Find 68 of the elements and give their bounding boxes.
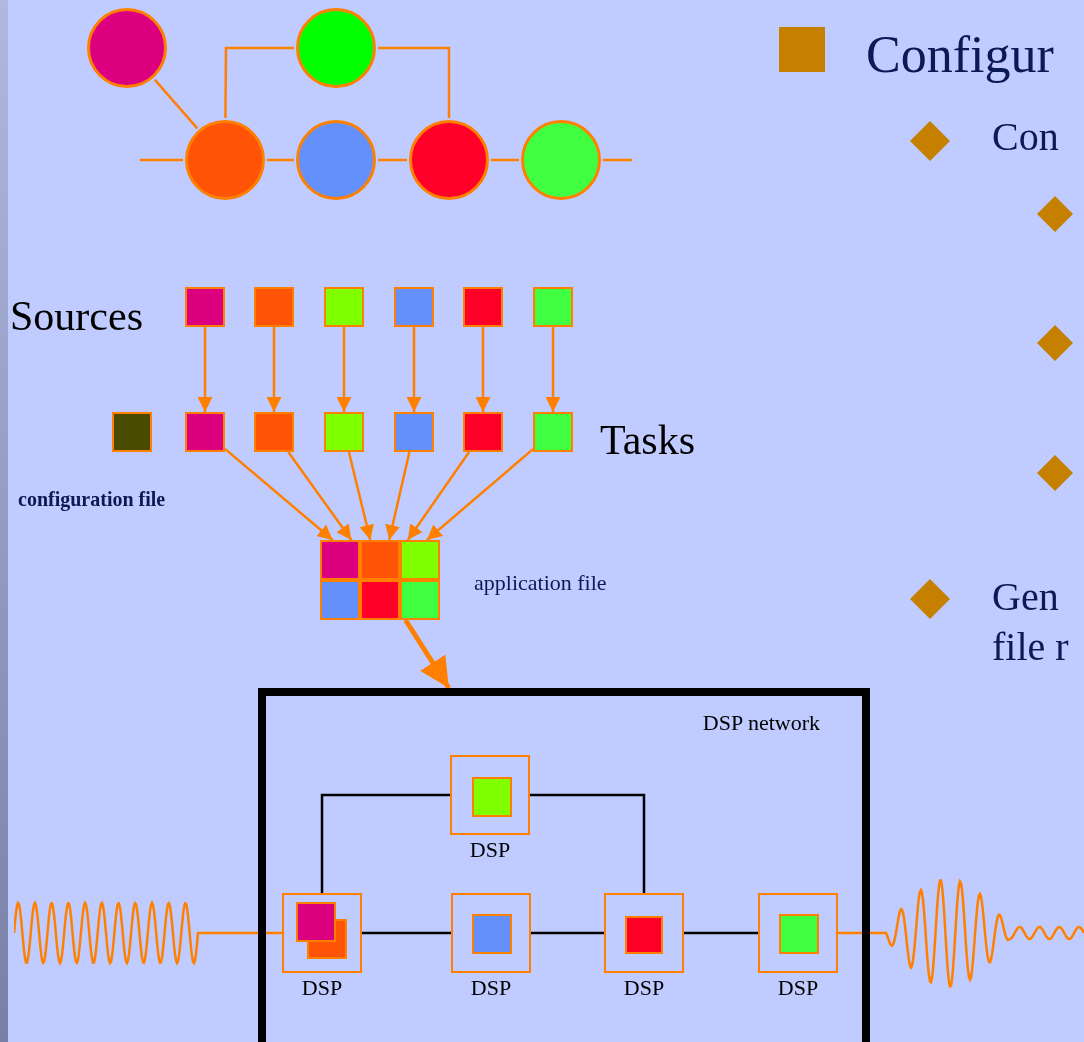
dsp-label: DSP [623, 975, 665, 1001]
connector-line [140, 158, 183, 162]
arrow [287, 451, 353, 541]
square-node [394, 412, 434, 452]
connector-line [210, 931, 282, 935]
square-node [463, 287, 503, 327]
network-box [258, 688, 870, 1042]
bullet-text: Configur [866, 25, 1054, 85]
connector-line [320, 793, 450, 893]
label: Tasks [600, 416, 696, 465]
square-node [625, 916, 663, 954]
node-label: application file [474, 570, 607, 596]
arrow [406, 327, 422, 412]
connector-line [378, 158, 407, 162]
dsp-label: DSP [301, 975, 343, 1001]
bullet-text: Gen file r [992, 573, 1070, 671]
dsp-label: DSP [777, 975, 819, 1001]
arrow [336, 327, 352, 412]
square-node [185, 287, 225, 327]
square-node [320, 540, 360, 580]
connector-line [153, 78, 199, 130]
arrow [385, 451, 411, 541]
connector-line [603, 158, 632, 162]
square-node [533, 287, 573, 327]
connector-line [531, 931, 604, 935]
arrow [224, 447, 334, 541]
square-node [400, 540, 440, 580]
square-node [472, 777, 512, 817]
arrow [347, 451, 375, 541]
square-node [360, 580, 400, 620]
square-node [324, 287, 364, 327]
dsp-label: DSP [469, 837, 511, 863]
square-node [254, 287, 294, 327]
connector-line [378, 46, 451, 118]
application-file-grid [320, 540, 440, 620]
stacked-squares-drawing [296, 902, 348, 960]
square-node [320, 580, 360, 620]
dsp-label: DSP [470, 975, 512, 1001]
square-node [394, 287, 434, 327]
arrow [545, 327, 561, 412]
connector-line [362, 931, 451, 935]
square-node [463, 412, 503, 452]
signal-waveform [878, 878, 1084, 988]
square-node [185, 412, 225, 452]
connector-line [530, 793, 646, 893]
connector-line [491, 158, 519, 162]
connector-line [838, 931, 878, 935]
label: Sources [10, 292, 143, 341]
arrow [406, 451, 471, 541]
connector-line [684, 931, 758, 935]
square-node [112, 412, 152, 452]
arrow [197, 327, 213, 412]
arrow [403, 618, 451, 690]
square-node [254, 412, 294, 452]
square-node [400, 580, 440, 620]
connector-line [267, 158, 294, 162]
connector-line [224, 46, 294, 118]
square-node [533, 412, 573, 452]
arrow [266, 327, 282, 412]
arrow [426, 448, 534, 541]
square-node [779, 914, 819, 954]
square-node [472, 914, 512, 954]
square-node [324, 412, 364, 452]
square-node [360, 540, 400, 580]
node-label: configuration file [18, 488, 166, 511]
arrow [475, 327, 491, 412]
bullet-text: Con [992, 113, 1059, 161]
box-title: DSP network [702, 710, 820, 736]
